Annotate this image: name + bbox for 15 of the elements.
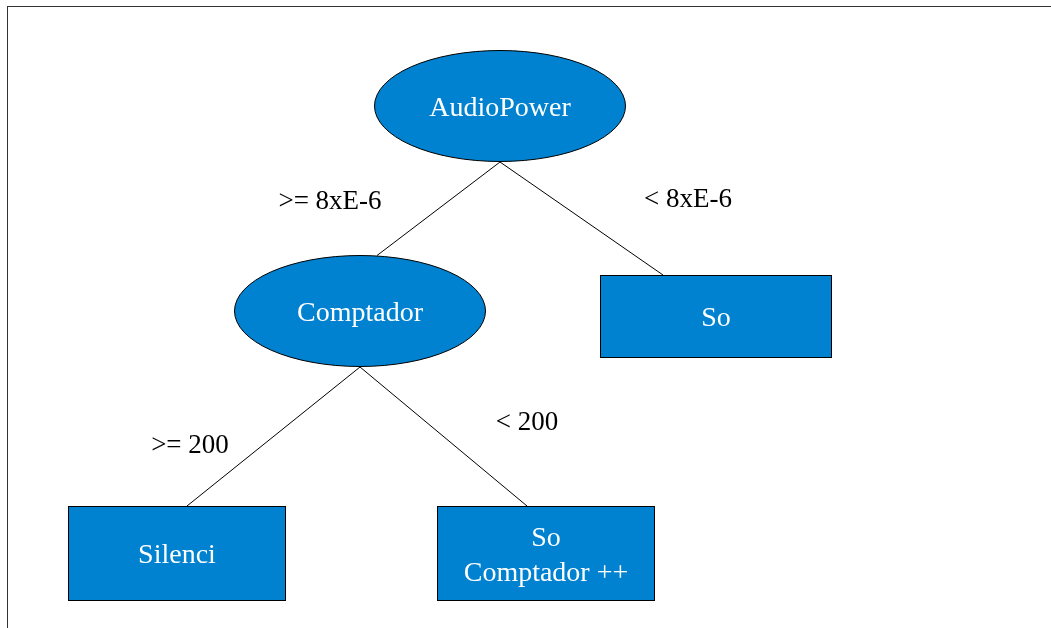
leaf-box	[600, 275, 832, 358]
connector-line	[186, 366, 361, 507]
connector-line	[359, 366, 528, 507]
decision-ellipse	[234, 255, 486, 367]
node-label: Comptador	[297, 294, 423, 329]
node-label: Comptador ++	[463, 554, 629, 589]
connector-line	[499, 161, 664, 276]
node-label: So	[531, 519, 561, 554]
node-label: AudioPower	[429, 89, 571, 124]
node-label: Silenci	[138, 537, 216, 571]
leaf-box	[68, 506, 286, 601]
decision-ellipse	[374, 50, 626, 162]
node-label: So	[701, 300, 731, 334]
connector-line	[376, 161, 501, 256]
leaf-box	[437, 506, 655, 601]
